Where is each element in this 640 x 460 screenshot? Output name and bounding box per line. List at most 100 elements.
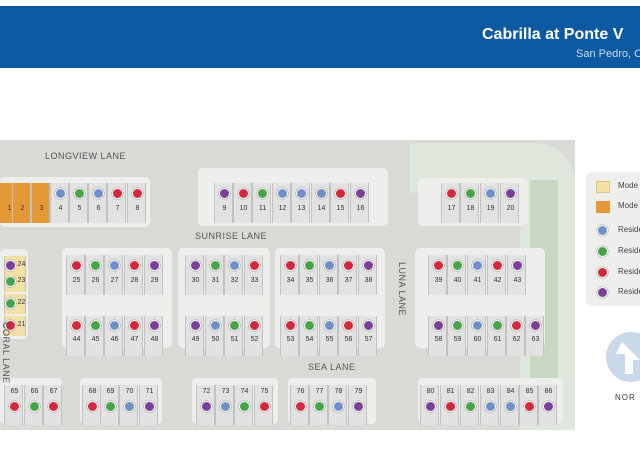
- lot-57[interactable]: 57: [358, 316, 377, 356]
- lot-83[interactable]: 83: [480, 385, 499, 425]
- lot-37[interactable]: 37: [338, 255, 357, 295]
- lot-2[interactable]: 2: [12, 183, 31, 223]
- legend-label: Reside: [618, 246, 640, 255]
- lot-78[interactable]: 78: [328, 385, 347, 425]
- lot-82[interactable]: 82: [460, 385, 479, 425]
- lot-68[interactable]: 68: [82, 385, 101, 425]
- lot-status-dot: [452, 320, 463, 331]
- lot-16[interactable]: 16: [350, 183, 369, 223]
- lot-19[interactable]: 19: [480, 183, 499, 223]
- lot-71[interactable]: 71: [139, 385, 158, 425]
- lot-30[interactable]: 30: [185, 255, 204, 295]
- lot-33[interactable]: 33: [244, 255, 263, 295]
- lot-79[interactable]: 79: [348, 385, 367, 425]
- lot-7[interactable]: 7: [107, 183, 126, 223]
- lot-11[interactable]: 11: [252, 183, 271, 223]
- lot-13[interactable]: 13: [291, 183, 310, 223]
- lot-75[interactable]: 75: [254, 385, 273, 425]
- lot-8[interactable]: 8: [127, 183, 146, 223]
- lot-56[interactable]: 56: [338, 316, 357, 356]
- lot-21[interactable]: 21: [4, 316, 26, 336]
- lot-46[interactable]: 46: [104, 316, 123, 356]
- lot-number: 35: [305, 277, 314, 284]
- lot-status-dot: [333, 401, 344, 412]
- lot-34[interactable]: 34: [280, 255, 299, 295]
- lot-45[interactable]: 45: [85, 316, 104, 356]
- lot-20[interactable]: 20: [500, 183, 519, 223]
- lot-9[interactable]: 9: [214, 183, 233, 223]
- lot-status-dot: [316, 188, 327, 199]
- lot-74[interactable]: 74: [234, 385, 253, 425]
- lot-6[interactable]: 6: [88, 183, 107, 223]
- lot-48[interactable]: 48: [144, 316, 163, 356]
- lot-number: 31: [211, 277, 220, 284]
- lot-67[interactable]: 67: [43, 385, 62, 425]
- lot-73[interactable]: 73: [215, 385, 234, 425]
- lot-65[interactable]: 65: [4, 385, 23, 425]
- lot-15[interactable]: 15: [330, 183, 349, 223]
- lot-53[interactable]: 53: [280, 316, 299, 356]
- lot-49[interactable]: 49: [185, 316, 204, 356]
- lot-12[interactable]: 12: [272, 183, 291, 223]
- lot-86[interactable]: 86: [538, 385, 557, 425]
- lot-14[interactable]: 14: [311, 183, 330, 223]
- lot-5[interactable]: 5: [69, 183, 88, 223]
- lot-39[interactable]: 39: [428, 255, 447, 295]
- lot-17[interactable]: 17: [441, 183, 460, 223]
- lot-10[interactable]: 10: [233, 183, 252, 223]
- lot-36[interactable]: 36: [319, 255, 338, 295]
- road-label-coral: CORAL LANE: [1, 322, 11, 384]
- lot-72[interactable]: 72: [196, 385, 215, 425]
- lot-84[interactable]: 84: [500, 385, 519, 425]
- lot-59[interactable]: 59: [447, 316, 466, 356]
- lot-26[interactable]: 26: [85, 255, 104, 295]
- lot-24[interactable]: 24: [4, 256, 26, 276]
- lot-28[interactable]: 28: [124, 255, 143, 295]
- lot-22[interactable]: 22: [4, 294, 26, 314]
- lot-70[interactable]: 70: [119, 385, 138, 425]
- lot-81[interactable]: 81: [440, 385, 459, 425]
- lot-3[interactable]: 3: [31, 183, 50, 223]
- lot-85[interactable]: 85: [519, 385, 538, 425]
- page-title: Cabrilla at Ponte V: [482, 26, 624, 43]
- lot-77[interactable]: 77: [309, 385, 328, 425]
- lot-number: 71: [145, 388, 154, 395]
- lot-69[interactable]: 69: [100, 385, 119, 425]
- lot-61[interactable]: 61: [487, 316, 506, 356]
- lot-status-dot: [472, 320, 483, 331]
- lot-63[interactable]: 63: [525, 316, 544, 356]
- lot-status-dot: [343, 320, 354, 331]
- lot-32[interactable]: 32: [224, 255, 243, 295]
- lot-43[interactable]: 43: [507, 255, 526, 295]
- lot-4[interactable]: 4: [50, 183, 69, 223]
- lot-80[interactable]: 80: [420, 385, 439, 425]
- lot-status-dot: [335, 188, 346, 199]
- lot-40[interactable]: 40: [447, 255, 466, 295]
- lot-18[interactable]: 18: [460, 183, 479, 223]
- lot-60[interactable]: 60: [467, 316, 486, 356]
- lot-27[interactable]: 27: [104, 255, 123, 295]
- lot-25[interactable]: 25: [66, 255, 85, 295]
- lot-31[interactable]: 31: [205, 255, 224, 295]
- lot-51[interactable]: 51: [224, 316, 243, 356]
- lot-38[interactable]: 38: [358, 255, 377, 295]
- lot-58[interactable]: 58: [428, 316, 447, 356]
- lot-29[interactable]: 29: [144, 255, 163, 295]
- lot-35[interactable]: 35: [299, 255, 318, 295]
- lot-41[interactable]: 41: [467, 255, 486, 295]
- lot-23[interactable]: 23: [4, 272, 26, 292]
- lot-52[interactable]: 52: [244, 316, 263, 356]
- lot-status-dot: [324, 260, 335, 271]
- lot-status-dot: [452, 260, 463, 271]
- lot-50[interactable]: 50: [205, 316, 224, 356]
- lot-55[interactable]: 55: [319, 316, 338, 356]
- lot-number: 25: [72, 277, 81, 284]
- lot-number: 56: [344, 336, 353, 343]
- lot-62[interactable]: 62: [506, 316, 525, 356]
- lot-76[interactable]: 76: [290, 385, 309, 425]
- lot-42[interactable]: 42: [487, 255, 506, 295]
- lot-44[interactable]: 44: [66, 316, 85, 356]
- lot-66[interactable]: 66: [24, 385, 43, 425]
- lot-47[interactable]: 47: [124, 316, 143, 356]
- lot-54[interactable]: 54: [299, 316, 318, 356]
